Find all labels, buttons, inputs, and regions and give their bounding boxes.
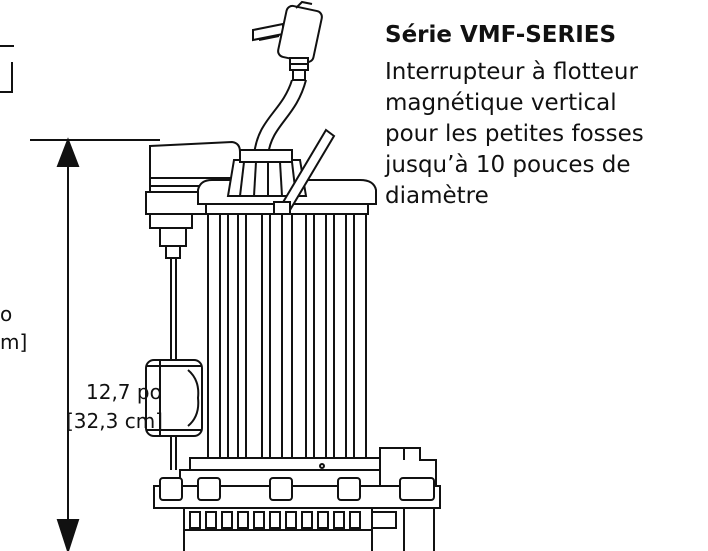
pump-base: [153, 447, 441, 551]
description-line: magnétique vertical: [385, 90, 617, 116]
series-title: Série VMF-SERIES: [385, 22, 617, 48]
vertical-float: [145, 359, 203, 437]
intake-screen: [189, 511, 361, 529]
description: Interrupteur à flotteur magnétique verti…: [385, 57, 644, 212]
cropped-dimension-line: m]: [0, 330, 28, 354]
power-cord: [253, 79, 307, 156]
motor-body: [207, 213, 367, 459]
power-plug: [252, 0, 323, 81]
carry-handle: [273, 128, 336, 215]
height-dimension-label: 12,7 po [32,3 cm]: [66, 378, 163, 436]
cropped-top-left-marks: [0, 45, 14, 93]
description-line: diamètre: [385, 183, 489, 209]
description-line: Interrupteur à flotteur: [385, 59, 638, 85]
height-inches: 12,7 po: [86, 380, 162, 404]
height-dimension-line: [30, 137, 160, 551]
description-line: jusqu’à 10 pouces de: [385, 152, 631, 178]
height-cm: [32,3 cm]: [66, 409, 163, 433]
description-line: pour les petites fosses: [385, 121, 644, 147]
cropped-dimension-line: o: [0, 302, 13, 326]
